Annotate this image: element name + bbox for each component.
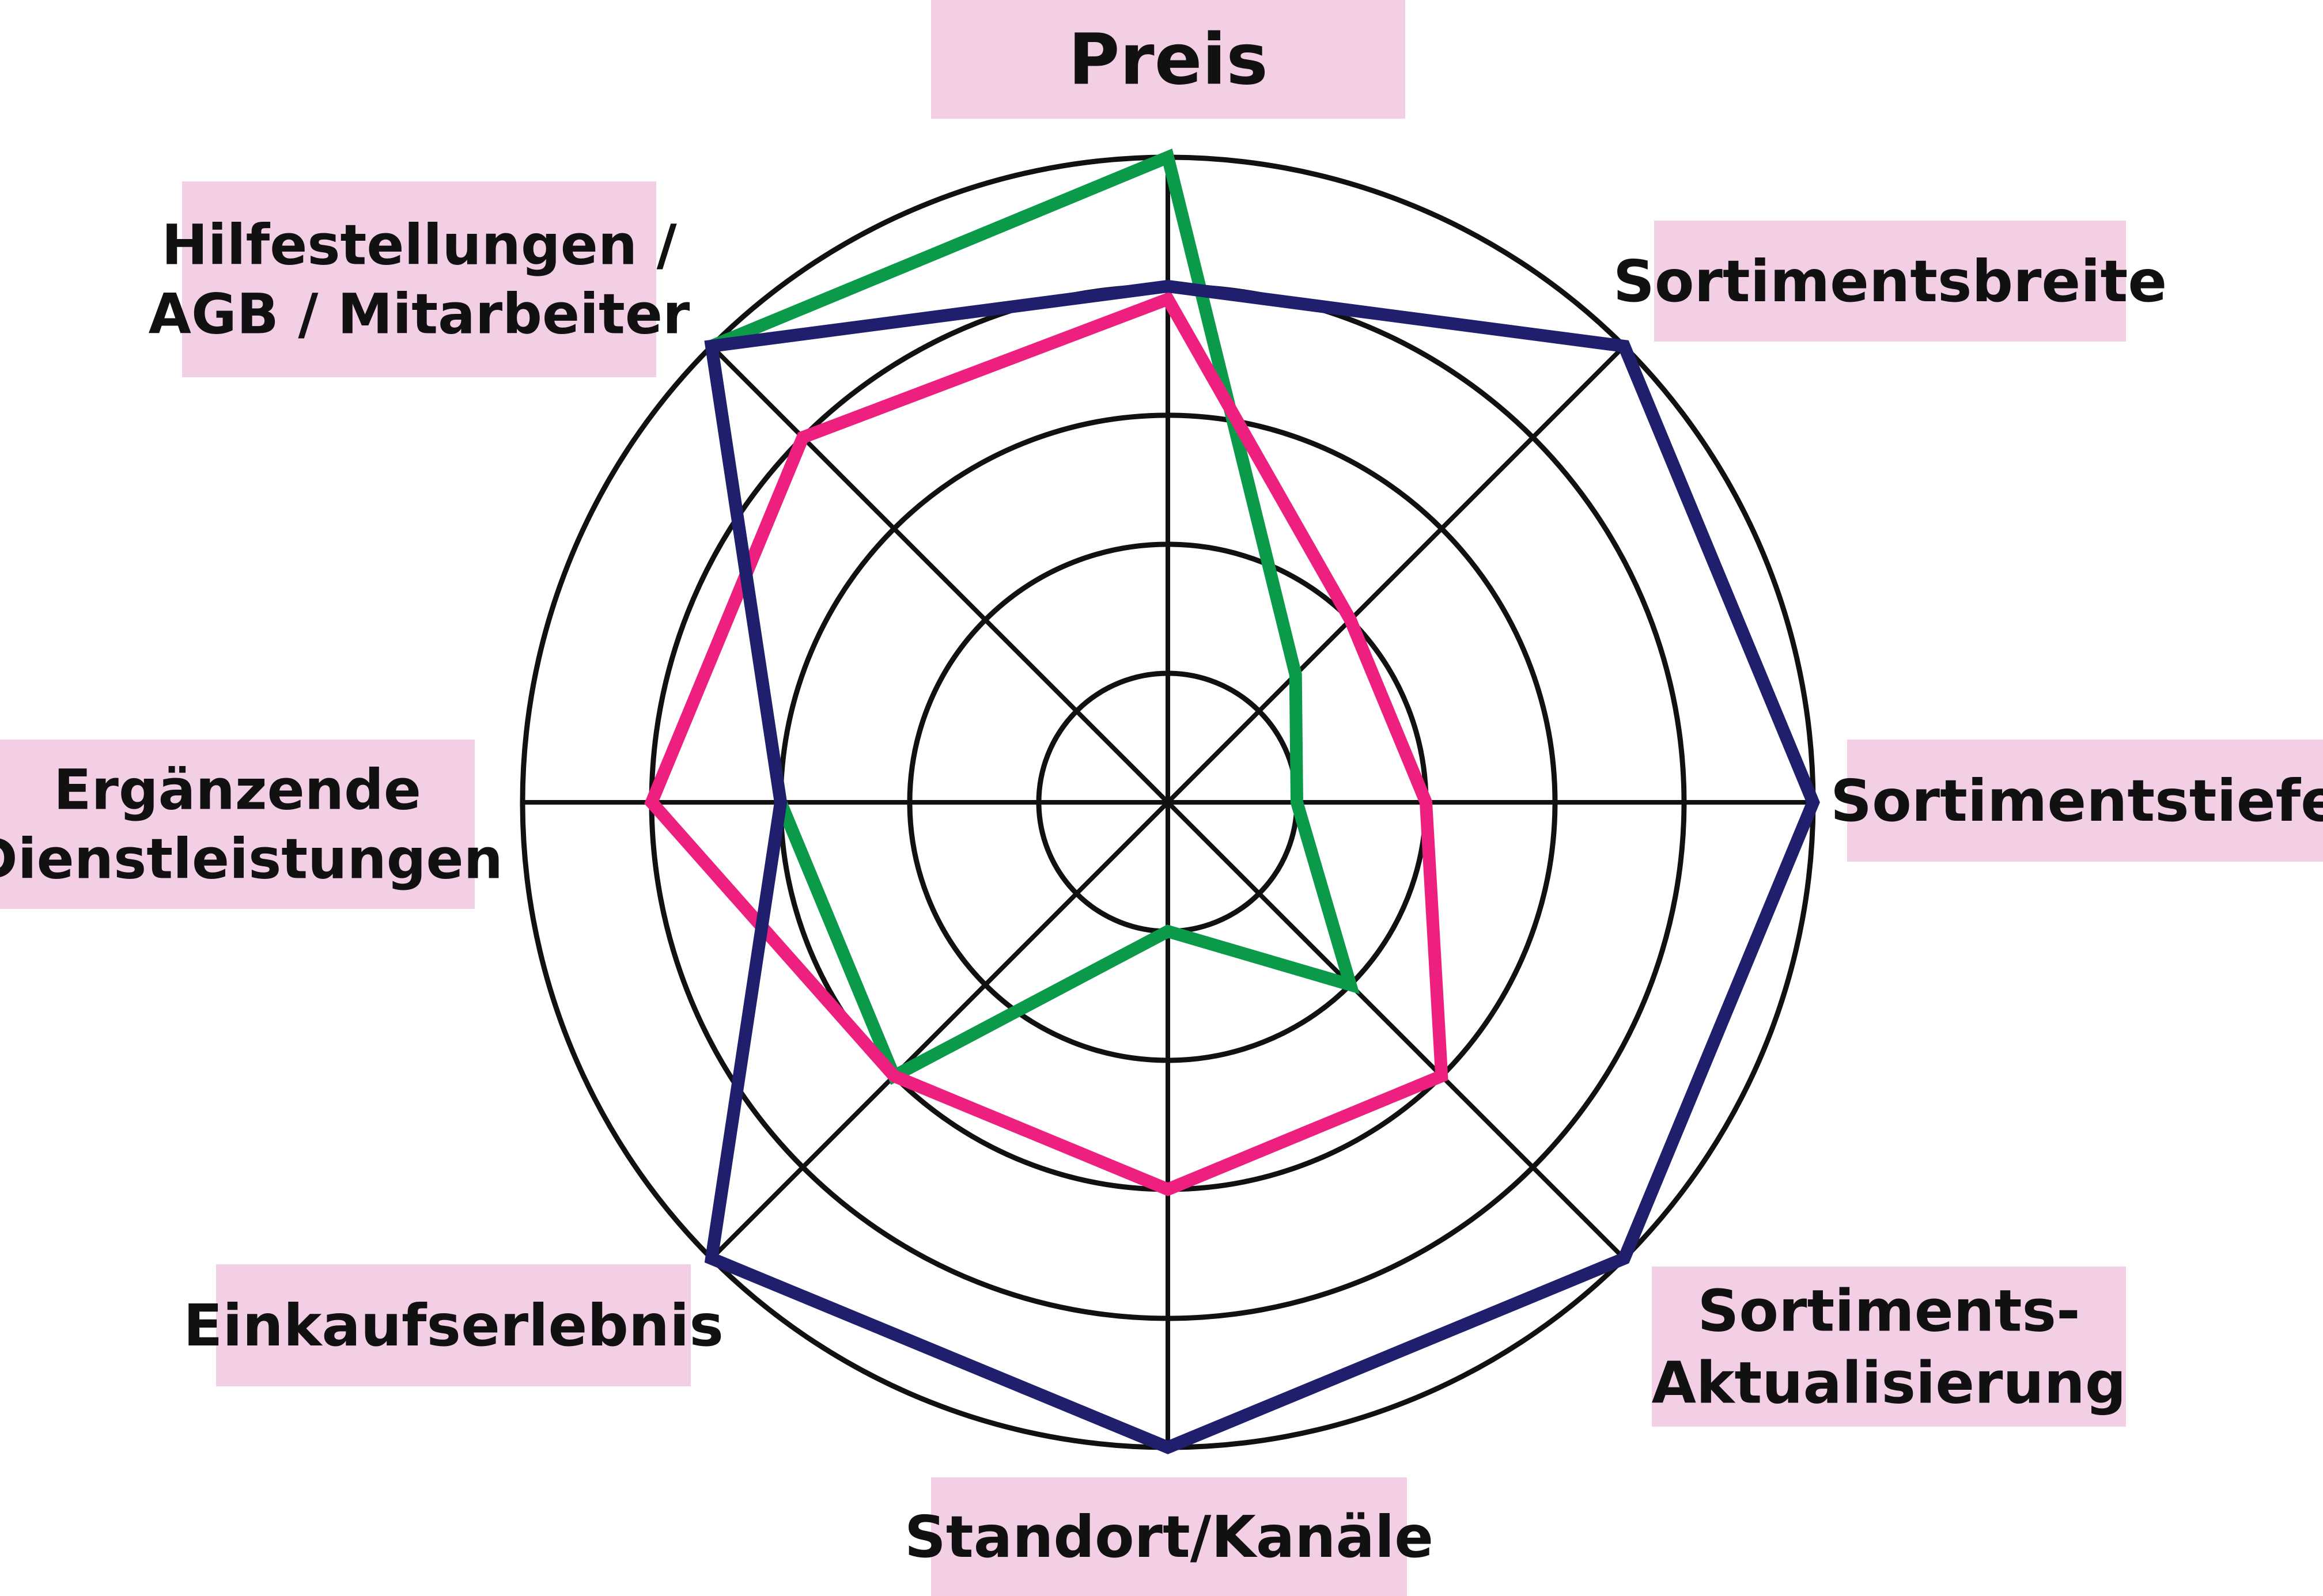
axis-label-box [1847, 740, 2323, 862]
axis-label-text: Standort/Kanäle [905, 1503, 1433, 1571]
axis-label-line: Standort/Kanäle [905, 1503, 1433, 1571]
axis-spoke-2 [1166, 344, 1626, 804]
axis-spoke-6 [710, 801, 1170, 1260]
axis-label-text: Sortiments-Aktualisierung [1652, 1277, 2127, 1417]
axis-label-line: Dienstleistungen [0, 827, 503, 892]
axis-spoke-8 [710, 344, 1170, 804]
series-line-3 [704, 279, 1820, 1454]
axis-label-line: Hilfestellungen / [161, 213, 677, 278]
axis-label-line: Ergänzende [54, 758, 421, 822]
axis-label-box [1654, 221, 2126, 342]
series-line-2 [644, 291, 1448, 1196]
axis-label-line: Preis [1068, 19, 1268, 101]
axis-label-box [1652, 1267, 2126, 1427]
axis-spoke-4 [1166, 801, 1626, 1260]
axis-label-box [216, 1264, 691, 1386]
axis-label-text: Einkaufserlebnis [183, 1292, 724, 1359]
axis-label-box [931, 0, 1405, 119]
axis-label-text: Sortimentstiefe [1830, 767, 2323, 835]
axis-label-line: Sortiments- [1697, 1277, 2080, 1345]
axis-label-3: Sortimentstiefe [1830, 740, 2323, 862]
axis-label-line: Sortimentsbreite [1613, 248, 2167, 315]
axis-label-1: Preis [931, 0, 1405, 119]
axis-label-8: Hilfestellungen /AGB / Mitarbeiter [149, 181, 690, 377]
axis-label-line: Einkaufserlebnis [183, 1292, 724, 1359]
axis-label-4: Sortiments-Aktualisierung [1652, 1267, 2127, 1427]
radar-series [644, 148, 1820, 1454]
axis-label-text: Preis [1068, 19, 1268, 101]
axis-label-line: Sortimentstiefe [1830, 767, 2323, 835]
axis-label-2: Sortimentsbreite [1613, 221, 2167, 342]
axis-label-line: AGB / Mitarbeiter [149, 282, 690, 347]
axis-label-text: Sortimentsbreite [1613, 248, 2167, 315]
axis-label-6: Einkaufserlebnis [183, 1264, 724, 1386]
axis-label-line: Aktualisierung [1652, 1349, 2127, 1417]
axis-label-box [0, 740, 475, 909]
axis-label-box [182, 181, 656, 377]
axis-label-text: Hilfestellungen /AGB / Mitarbeiter [149, 213, 690, 347]
axis-label-5: Standort/Kanäle [905, 1477, 1433, 1596]
axis-label-box [931, 1477, 1407, 1596]
